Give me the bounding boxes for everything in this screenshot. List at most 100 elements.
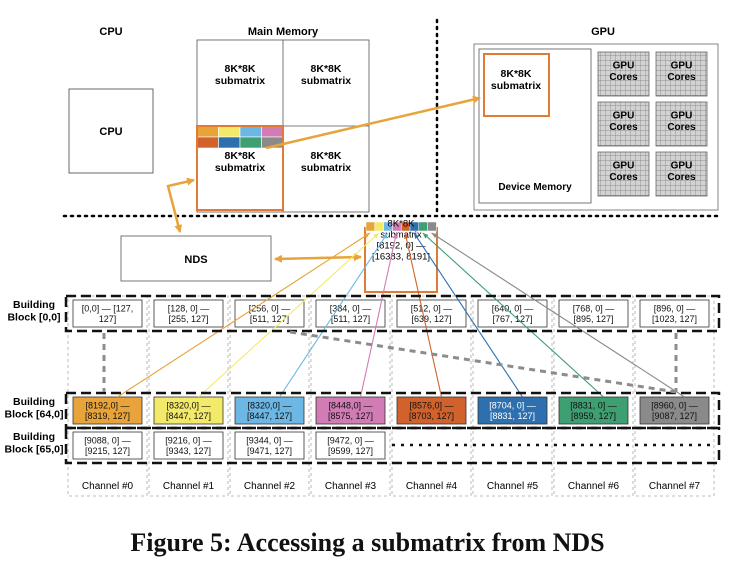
gpu-header: GPU bbox=[591, 26, 615, 38]
gpu-core-block bbox=[655, 151, 708, 197]
memory-strip-cell bbox=[261, 125, 284, 138]
storage-block-range: [0,0] — [127,127] bbox=[82, 303, 134, 324]
storage-block-range: [768, 0] —[895, 127] bbox=[573, 303, 615, 324]
channel-arrow bbox=[413, 232, 523, 398]
nds-color-strip bbox=[365, 221, 437, 232]
device-memory-label: Device Memory bbox=[498, 182, 572, 193]
storage-block bbox=[153, 299, 224, 328]
storage-block-range: [8576,0] —[8703, 127] bbox=[409, 400, 454, 421]
channel-column bbox=[553, 295, 634, 497]
storage-block bbox=[396, 396, 467, 425]
storage-block bbox=[639, 299, 710, 328]
channel-column bbox=[67, 295, 148, 497]
gpu-core-block bbox=[597, 151, 650, 197]
storage-block-range: [128, 0] —[255, 127] bbox=[168, 303, 210, 324]
channel-label: Channel #6 bbox=[568, 481, 620, 492]
channel-arrow bbox=[404, 232, 443, 398]
arrow-nds-to-memory bbox=[166, 177, 195, 233]
memory-strip-cell bbox=[196, 136, 219, 149]
memory-strip-cell bbox=[239, 125, 262, 138]
channel-arrow bbox=[117, 232, 371, 398]
channel-label: Channel #0 bbox=[82, 481, 134, 492]
storage-block-range: [9216, 0] —[9343, 127] bbox=[165, 435, 212, 456]
building-block-64-outline bbox=[64, 391, 721, 430]
channel-arrowhead bbox=[364, 233, 370, 238]
channel-arrow bbox=[422, 232, 604, 398]
storage-block-range: [8192,0] —[8319, 127] bbox=[85, 400, 130, 421]
channel-arrowhead bbox=[414, 233, 419, 239]
storage-block bbox=[639, 396, 710, 425]
channel-arrowhead bbox=[382, 233, 388, 239]
cpu-box-label: CPU bbox=[99, 126, 122, 138]
arrow-nds-to-submatrix bbox=[274, 253, 362, 263]
storage-block bbox=[72, 299, 143, 328]
channel-arrowhead bbox=[392, 233, 398, 239]
gpu-core-block bbox=[655, 51, 708, 97]
nds-strip-cell bbox=[427, 221, 437, 232]
gpu-core-block bbox=[597, 101, 650, 147]
nds-strip-cell bbox=[365, 221, 376, 232]
memory-strip-cell bbox=[196, 125, 219, 138]
storage-block-range: [9472, 0] —[9599, 127] bbox=[327, 435, 374, 456]
storage-block-range: [896, 0] —[1023, 127] bbox=[652, 303, 697, 324]
nds-box bbox=[120, 235, 272, 282]
channel-arrows bbox=[117, 232, 685, 398]
channel-column bbox=[472, 295, 553, 497]
channel-columns bbox=[67, 295, 715, 497]
storage-block-range: [8831, 0] —[8959, 127] bbox=[570, 400, 617, 421]
storage-block bbox=[396, 299, 467, 328]
cpu-box bbox=[68, 88, 154, 174]
storage-block-range: [8320,0] —[8447, 127] bbox=[166, 400, 211, 421]
channel-arrowhead bbox=[404, 233, 409, 239]
main-memory-header: Main Memory bbox=[248, 26, 319, 38]
memory-strip-cell bbox=[218, 125, 241, 138]
storage-block-range: [9088, 0] —[9215, 127] bbox=[84, 435, 131, 456]
storage-block-range: [8448,0] —[8575, 127] bbox=[328, 400, 373, 421]
storage-block bbox=[234, 431, 305, 460]
channel-arrow bbox=[431, 232, 685, 398]
storage-block bbox=[558, 396, 629, 425]
channel-label: Channel #1 bbox=[163, 481, 215, 492]
channel-arrow bbox=[279, 232, 389, 398]
storage-block-range: [8960, 0] —[9087, 127] bbox=[651, 400, 698, 421]
storage-block-range: [8704, 0] —[8831, 127] bbox=[489, 400, 536, 421]
building-block-65-outline bbox=[64, 426, 721, 465]
channel-arrow bbox=[359, 232, 397, 398]
cpu-header: CPU bbox=[99, 26, 122, 38]
channel-column bbox=[391, 295, 472, 497]
highlighted-submatrix bbox=[196, 125, 284, 211]
storage-block bbox=[72, 431, 143, 460]
channel-arrowhead bbox=[431, 233, 438, 238]
storage-block-range: [640, 0] —[767, 127] bbox=[492, 303, 534, 324]
nds-box-label: NDS bbox=[184, 254, 207, 266]
building-block-0-outline bbox=[64, 294, 721, 333]
storage-block-range: [256, 0] —[511, 127] bbox=[249, 303, 291, 324]
storage-block bbox=[153, 431, 224, 460]
storage-block bbox=[234, 396, 305, 425]
storage-block-range: [512, 0] —[639, 127] bbox=[411, 303, 453, 324]
memory-strip-cell bbox=[218, 136, 241, 149]
channel-label: Channel #7 bbox=[649, 481, 701, 492]
storage-block bbox=[315, 396, 386, 425]
memory-strip-cell bbox=[239, 136, 262, 149]
channel-column bbox=[634, 295, 715, 497]
storage-block bbox=[315, 431, 386, 460]
storage-block bbox=[477, 396, 548, 425]
channel-label: Channel #4 bbox=[406, 481, 458, 492]
nds-submatrix-box bbox=[364, 227, 438, 293]
gpu-core-block bbox=[597, 51, 650, 97]
